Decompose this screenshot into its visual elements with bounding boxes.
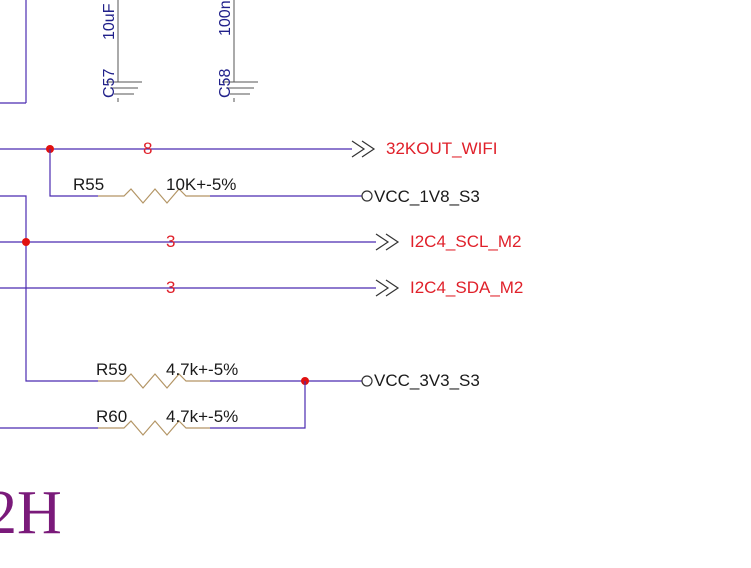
r59-value: 4.7k+-5%	[166, 360, 238, 379]
capacitor-c57[interactable]: 10uF C57	[101, 0, 142, 102]
offpage-connector	[361, 375, 373, 387]
c57-value: 10uF	[101, 3, 118, 40]
net-label-vcc-1v8-s3: VCC_1V8_S3	[374, 187, 480, 206]
r60-ref: R60	[96, 407, 127, 426]
net-count-scl: 3	[166, 232, 175, 251]
resistor-r60[interactable]: R60 4.7k+-5%	[0, 381, 306, 436]
net-count-32k: 8	[143, 139, 152, 158]
r60-value: 4.7k+-5%	[166, 407, 238, 426]
r59-ref: R59	[96, 360, 127, 379]
capacitor-c58[interactable]: 100n C58	[217, 0, 258, 102]
c58-ref: C58	[217, 69, 234, 98]
c57-ref: C57	[101, 69, 118, 98]
net-count-sda: 3	[166, 278, 175, 297]
r55-value: 10K+-5%	[166, 175, 236, 194]
resistor-r55[interactable]: R55 10K+-5% VCC_1V8_S3	[49, 149, 480, 206]
offpage-connector	[361, 190, 373, 202]
net-32kout-wifi[interactable]: 8 32KOUT_WIFI	[0, 139, 497, 158]
net-label-i2c4-sda-m2: I2C4_SDA_M2	[410, 278, 523, 297]
c58-value: 100n	[217, 0, 234, 36]
block-label: 2H	[0, 479, 62, 547]
resistor-r59[interactable]: R59 4.7k+-5% VCC_3V3_S3	[96, 360, 480, 390]
net-label-vcc-3v3-s3: VCC_3V3_S3	[374, 371, 480, 390]
net-label-i2c4-scl-m2: I2C4_SCL_M2	[410, 232, 522, 251]
net-i2c4-sda-m2[interactable]: 3 I2C4_SDA_M2	[0, 278, 523, 297]
r55-ref: R55	[73, 175, 104, 194]
net-label-32kout-wifi: 32KOUT_WIFI	[386, 139, 497, 158]
net-i2c4-scl-m2[interactable]: 3 I2C4_SCL_M2	[0, 232, 522, 251]
junction-dot	[22, 238, 30, 246]
